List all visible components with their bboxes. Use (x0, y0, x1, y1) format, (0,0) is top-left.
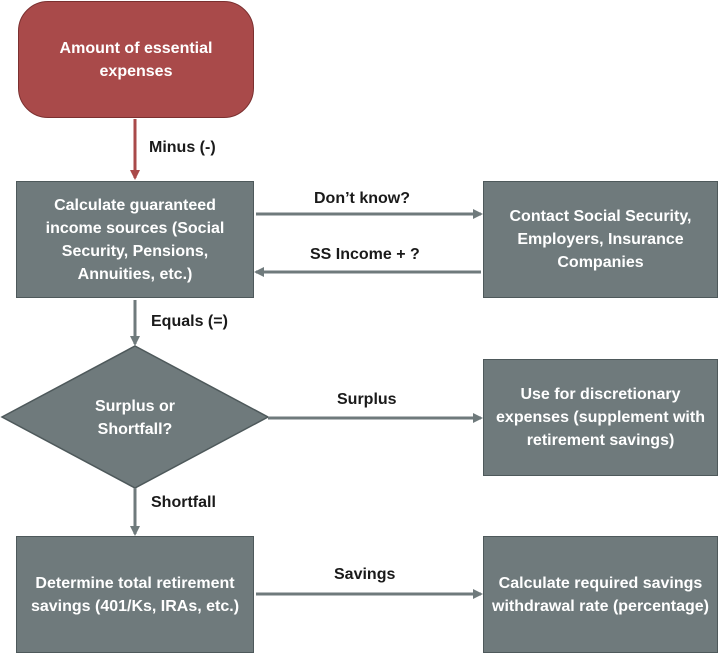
edge-label-minus: Minus (-) (149, 139, 216, 156)
discretionary-label: Use for discretionary expenses (suppleme… (496, 386, 705, 449)
decision-label: Surplus or Shortfall? (94, 398, 175, 438)
contact-label: Contact Social Security, Employers, Insu… (509, 208, 692, 271)
total-savings-label: Determine total retirement savings (401/… (30, 574, 240, 615)
total-savings-node: Determine total retirement savings (401/… (16, 536, 254, 653)
discretionary-node: Use for discretionary expenses (suppleme… (483, 359, 718, 476)
withdrawal-rate-label: Calculate required savings withdrawal ra… (492, 574, 709, 615)
guaranteed-income-node: Calculate guaranteed income sources (Soc… (16, 181, 254, 298)
edge-label-equals: Equals (=) (151, 313, 228, 330)
edge-label-ss-income: SS Income + ? (310, 246, 420, 263)
guaranteed-income-label: Calculate guaranteed income sources (Soc… (45, 196, 225, 283)
edge-label-shortfall: Shortfall (151, 494, 216, 511)
essential-expenses-node: Amount of essential expenses (18, 1, 254, 118)
edge-label-dont-know: Don’t know? (314, 190, 410, 207)
contact-node: Contact Social Security, Employers, Insu… (483, 181, 718, 298)
edge-label-surplus: Surplus (337, 391, 397, 408)
edge-label-savings: Savings (334, 566, 396, 583)
withdrawal-rate-node: Calculate required savings withdrawal ra… (483, 536, 718, 653)
essential-expenses-label: Amount of essential expenses (59, 39, 213, 80)
